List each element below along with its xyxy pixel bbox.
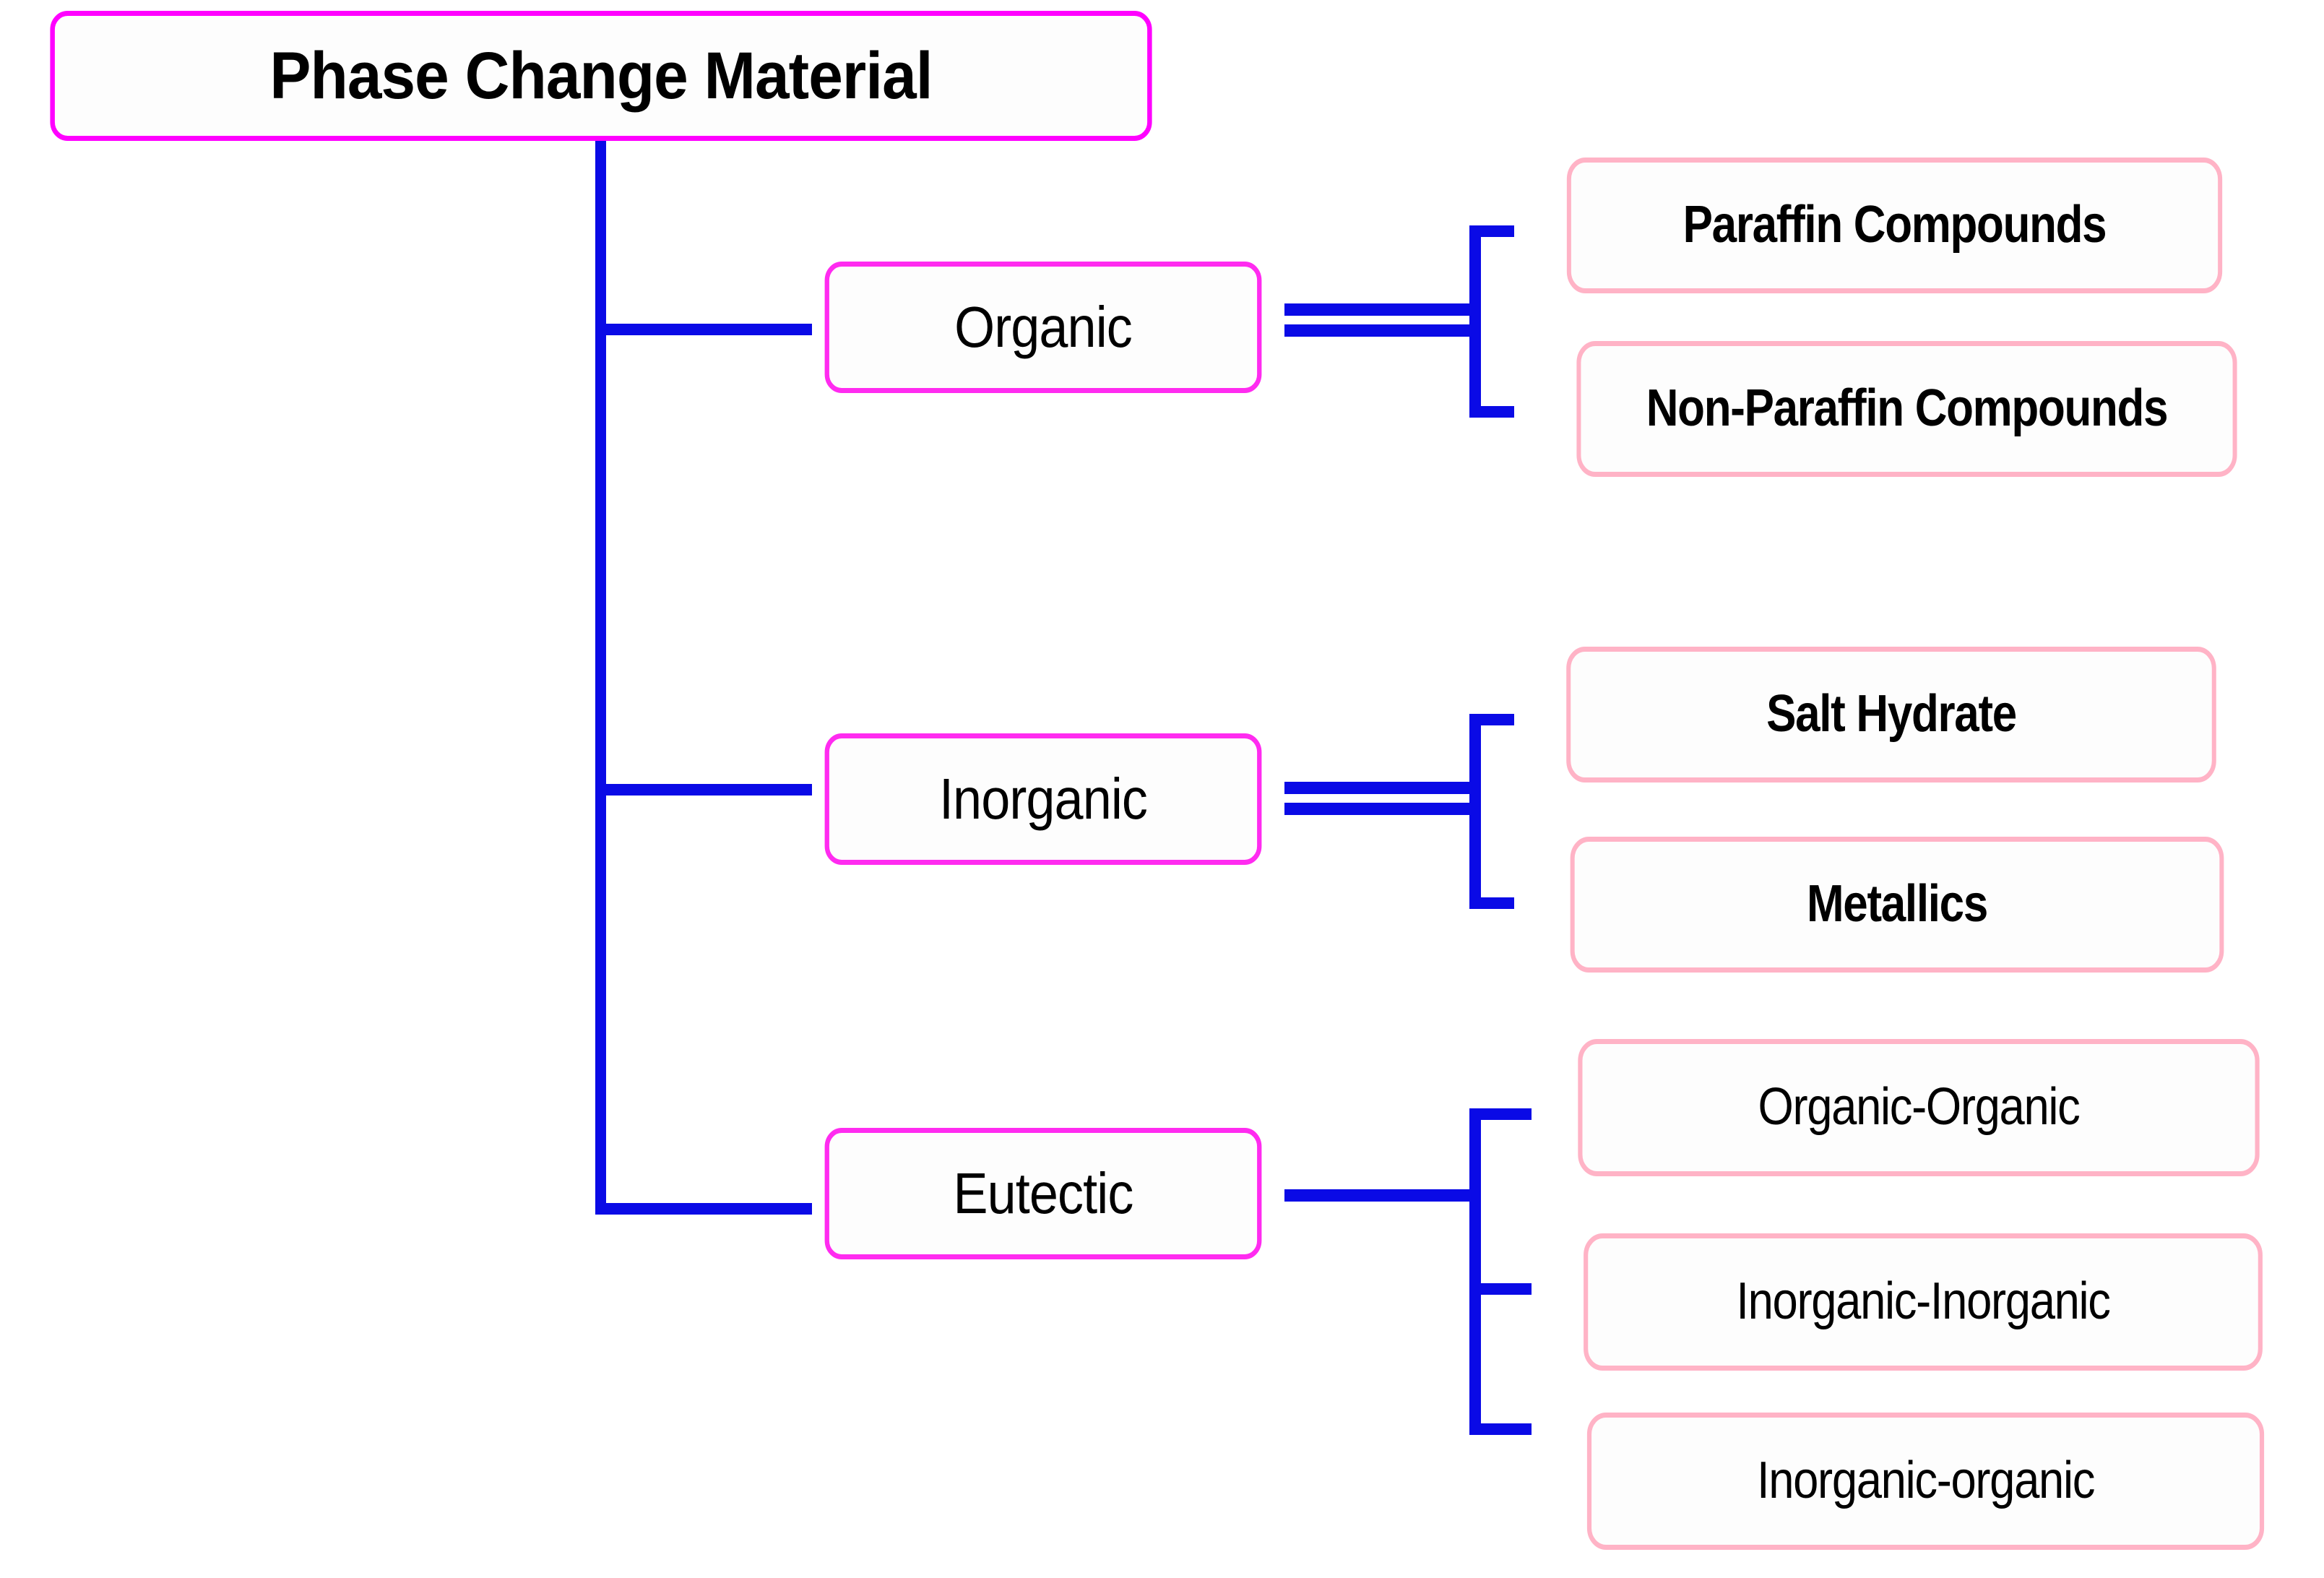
connector-trunk-to-organic (595, 324, 812, 335)
connector-trunk-to-eutectic (595, 1203, 812, 1215)
connector-inorganic-stub-metallics (1469, 897, 1514, 909)
node-metallics[interactable]: Metallics (1570, 837, 2224, 973)
node-label-inorganic-organic: Inorganic-organic (1756, 1452, 2095, 1510)
connector-trunk-to-inorganic (595, 784, 812, 796)
connector-eutectic-stub-inorganic-inorganic (1469, 1283, 1532, 1295)
connector-inorganic-stub-salt-hydrate (1469, 714, 1514, 725)
connector-eutectic-rail (1284, 1189, 1481, 1202)
connector-organic-stub-paraffin (1469, 225, 1514, 237)
node-organic-organic[interactable]: Organic-Organic (1578, 1039, 2260, 1176)
node-paraffin-compounds[interactable]: Paraffin Compounds (1566, 158, 2223, 293)
connector-inorganic-rail-lower (1284, 803, 1481, 815)
node-label-salt-hydrate: Salt Hydrate (1766, 685, 2017, 743)
node-inorganic[interactable]: Inorganic (824, 733, 1262, 865)
node-label-inorganic: Inorganic (938, 767, 1148, 831)
node-label-metallics: Metallics (1807, 875, 1988, 934)
node-organic[interactable]: Organic (824, 262, 1262, 393)
node-label-paraffin-compounds: Paraffin Compounds (1682, 196, 2107, 254)
node-inorganic-organic[interactable]: Inorganic-organic (1586, 1413, 2265, 1550)
node-label-root: Phase Change Material (269, 38, 933, 113)
node-label-non-paraffin-compounds: Non-Paraffin Compounds (1646, 379, 2169, 438)
node-label-inorganic-inorganic: Inorganic-Inorganic (1736, 1272, 2111, 1331)
node-non-paraffin-compounds[interactable]: Non-Paraffin Compounds (1576, 341, 2237, 477)
connector-organic-rail-upper (1284, 303, 1481, 316)
connector-trunk-vertical (595, 136, 606, 1214)
connector-eutectic-vertical (1469, 1108, 1481, 1435)
connector-organic-vertical (1469, 225, 1481, 418)
node-phase-change-material[interactable]: Phase Change Material (50, 11, 1152, 141)
node-label-eutectic: Eutectic (953, 1161, 1134, 1225)
node-label-organic-organic: Organic-Organic (1758, 1078, 2080, 1137)
node-salt-hydrate[interactable]: Salt Hydrate (1566, 647, 2216, 782)
node-inorganic-inorganic[interactable]: Inorganic-Inorganic (1584, 1233, 2263, 1371)
connector-eutectic-stub-inorganic-organic (1469, 1423, 1532, 1435)
connector-inorganic-vertical (1469, 714, 1481, 909)
connector-eutectic-stub-organic-organic (1469, 1108, 1532, 1120)
connector-inorganic-rail-upper (1284, 782, 1481, 794)
connector-organic-stub-non-paraffin (1469, 406, 1514, 418)
node-eutectic[interactable]: Eutectic (824, 1128, 1262, 1259)
connector-organic-rail-lower (1284, 324, 1481, 337)
node-label-organic: Organic (954, 295, 1133, 359)
